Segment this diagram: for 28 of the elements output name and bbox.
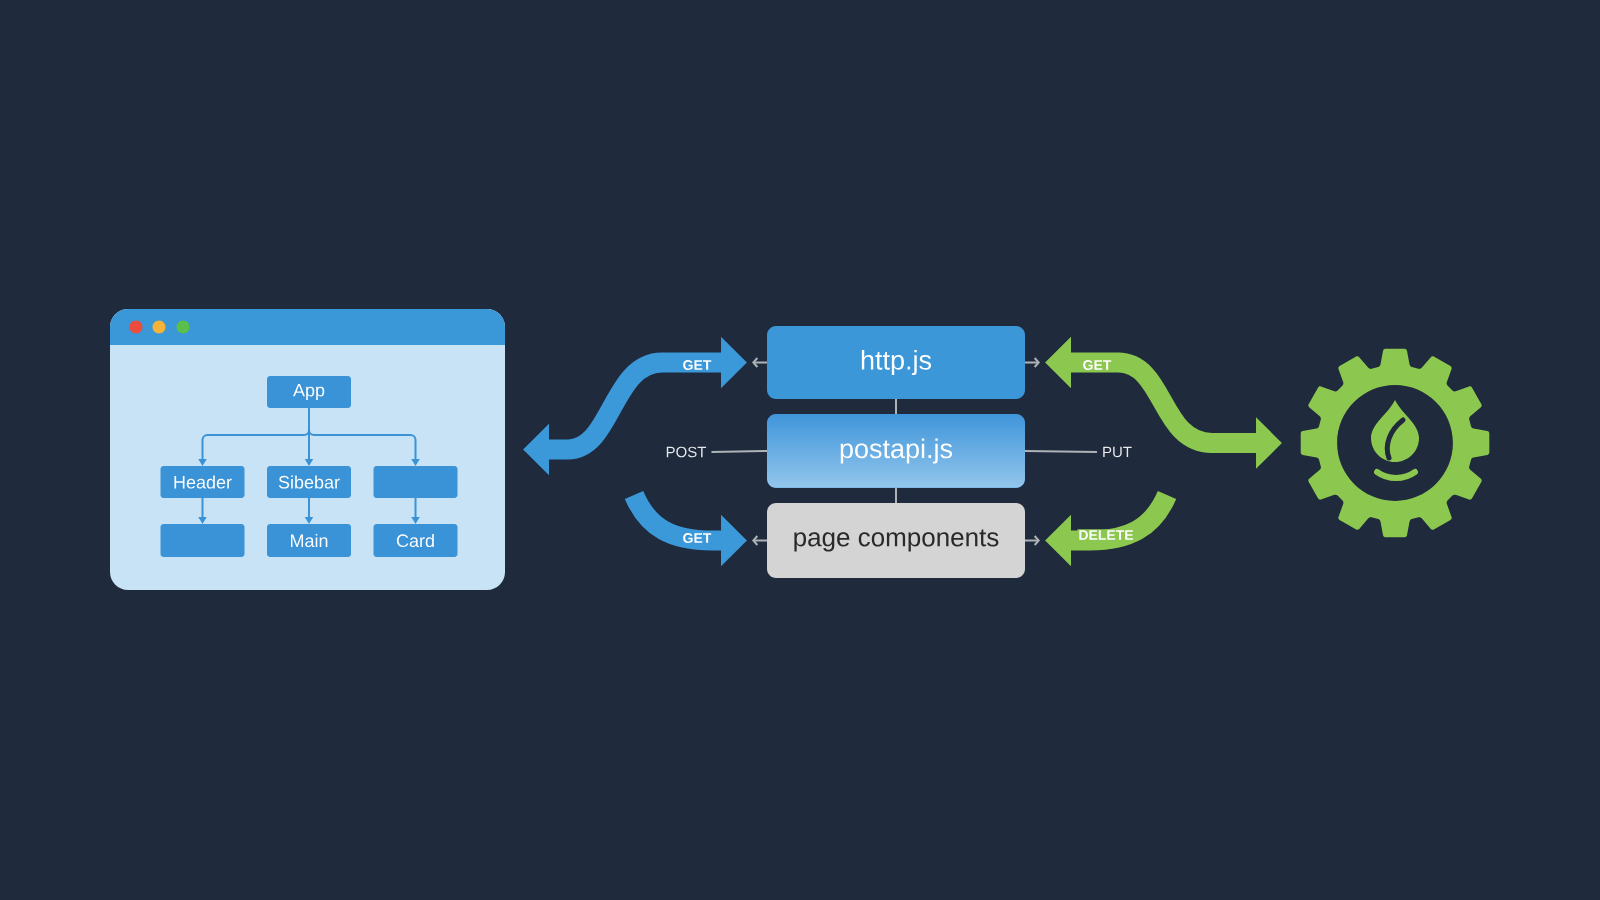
- connector-line: [710, 450, 768, 453]
- method-label: POST: [666, 446, 707, 458]
- connector-line: [1024, 450, 1098, 453]
- gear-icon: [1300, 348, 1490, 538]
- component-box: [373, 466, 458, 498]
- edge-label: GET: [1081, 359, 1113, 371]
- arrow: [752, 357, 768, 368]
- component-box: App: [267, 376, 351, 408]
- connector-line: [895, 487, 897, 504]
- arrow: [308, 407, 420, 466]
- component-box: Header: [160, 466, 245, 498]
- edge-label: DELETE: [1077, 529, 1135, 541]
- edge-label: GET: [681, 359, 713, 371]
- component-box: Main: [267, 524, 351, 557]
- arrow: [198, 497, 207, 524]
- arrow: [411, 497, 420, 524]
- connector-line: [895, 398, 897, 415]
- component-box: Card: [373, 524, 458, 557]
- arrow: [752, 535, 768, 546]
- component-box: Sibebar: [267, 466, 351, 498]
- module-box: http.js: [767, 326, 1025, 399]
- arrow: [1024, 535, 1040, 546]
- component-box: [160, 524, 245, 557]
- module-box: postapi.js: [767, 414, 1025, 488]
- arrow: [1024, 357, 1040, 368]
- method-label: PUT: [1103, 446, 1132, 458]
- module-box: page components: [767, 503, 1025, 578]
- edge-label: GET: [681, 532, 713, 544]
